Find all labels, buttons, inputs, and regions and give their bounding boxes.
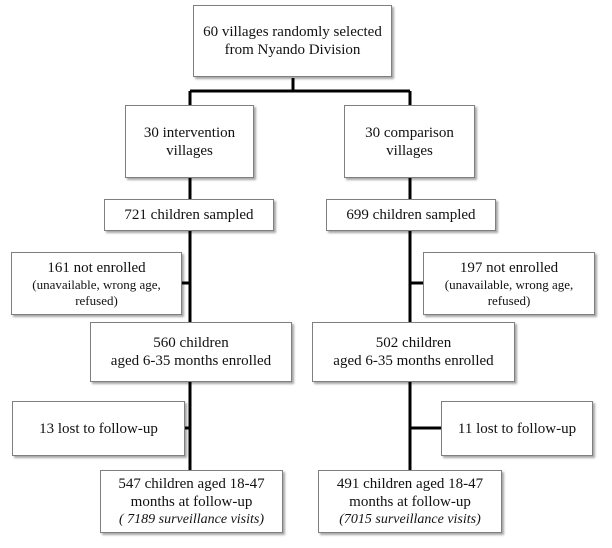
intervention-followup-line1: 547 children aged 18-47 bbox=[118, 475, 265, 492]
comparison-enrolled-box: 502 children aged 6-35 months enrolled bbox=[312, 322, 515, 382]
intervention-line2: villages bbox=[166, 142, 213, 159]
intervention-followup-box: 547 children aged 18-47 months at follow… bbox=[100, 470, 283, 533]
top-box-line1: 60 villages randomly selected bbox=[203, 24, 382, 40]
comparison-lost-box: 11 lost to follow-up bbox=[441, 401, 593, 456]
comparison-not-enrolled-line1: 197 not enrolled bbox=[459, 259, 559, 276]
intervention-sampled-box: 721 children sampled bbox=[104, 199, 274, 231]
comparison-followup-visits: (7015 surveillance visits) bbox=[339, 511, 481, 527]
intervention-enrolled-line1: 560 children bbox=[153, 335, 229, 351]
intervention-sampled-text: 721 children sampled bbox=[124, 207, 254, 223]
intervention-lost-box: 13 lost to follow-up bbox=[12, 401, 185, 456]
comparison-enrolled-line1: 502 children bbox=[375, 335, 452, 351]
comparison-not-enrolled-line2: (unavailable, wrong age, bbox=[444, 276, 574, 292]
comparison-lost-text: 11 lost to follow-up bbox=[457, 420, 577, 437]
comparison-sampled-box: 699 children sampled bbox=[326, 199, 496, 231]
comparison-line1: 30 comparison bbox=[365, 124, 454, 141]
intervention-not-enrolled-line2: (unavailable, wrong age, bbox=[32, 276, 161, 292]
comparison-followup-line1: 491 children aged 18-47 bbox=[336, 475, 484, 492]
intervention-lost-text: 13 lost to follow-up bbox=[39, 420, 158, 437]
comparison-followup-line2: months at follow-up bbox=[349, 493, 471, 510]
intervention-not-enrolled-box: 161 not enrolled (unavailable, wrong age… bbox=[11, 252, 182, 315]
comparison-followup-box: 491 children aged 18-47 months at follow… bbox=[318, 470, 502, 533]
intervention-villages-box: 30 intervention villages bbox=[125, 105, 254, 178]
comparison-villages-box: 30 comparison villages bbox=[344, 105, 475, 178]
intervention-not-enrolled-line1: 161 not enrolled bbox=[47, 259, 146, 276]
comparison-enrolled-line2: aged 6-35 months enrolled bbox=[333, 353, 494, 369]
intervention-line1: 30 intervention bbox=[143, 124, 236, 141]
intervention-followup-visits: ( 7189 surveillance visits) bbox=[118, 511, 265, 527]
comparison-not-enrolled-box: 197 not enrolled (unavailable, wrong age… bbox=[423, 252, 595, 315]
intervention-enrolled-box: 560 children aged 6-35 months enrolled bbox=[90, 322, 292, 382]
comparison-not-enrolled-line3: refused) bbox=[487, 292, 531, 308]
top-box-line2: from Nyando Division bbox=[224, 42, 361, 58]
intervention-followup-line2: months at follow-up bbox=[130, 493, 253, 510]
top-box-villages-selected: 60 villages randomly selected from Nyand… bbox=[193, 5, 392, 77]
intervention-enrolled-line2: aged 6-35 months enrolled bbox=[110, 353, 272, 369]
intervention-not-enrolled-line3: refused) bbox=[75, 292, 118, 308]
comparison-line2: villages bbox=[386, 142, 433, 159]
comparison-sampled-text: 699 children sampled bbox=[346, 207, 476, 223]
